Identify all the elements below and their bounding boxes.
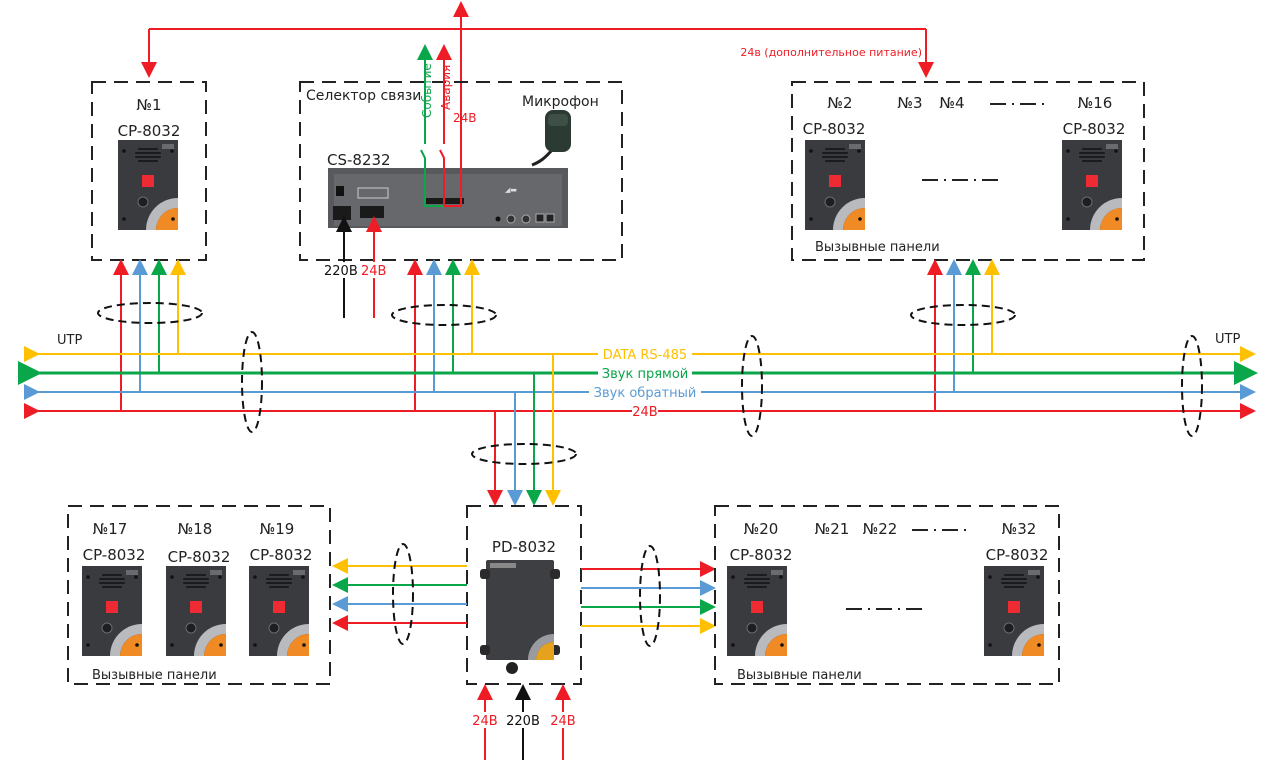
panel-number: №21 [815, 520, 850, 538]
panel-model: CP-8032 [118, 122, 181, 140]
panel-model: CP-8032 [168, 548, 231, 566]
call-panel-device [165, 565, 227, 657]
panel-model: CP-8032 [83, 546, 146, 564]
box-panel-1: №1 CP-8032 [91, 81, 207, 261]
bus-label-24v: 24В [632, 405, 657, 420]
selector-title: Селектор связи [306, 88, 421, 104]
microphone-icon [531, 110, 571, 167]
panel-number: №3 [897, 94, 922, 112]
box-selector: Селектор связи Микрофон CS-8232 ◢▬ [299, 48, 623, 318]
panel-number: №4 [939, 94, 964, 112]
panels-caption: Вызывные панели [92, 668, 217, 683]
selector-model: CS-8232 [327, 151, 391, 169]
box-panels-17-19: №17 №18 №19 CP-8032 CP-8032 CP-8032 Вызы… [67, 505, 331, 685]
aux-power-label: 24в (дополнительное питание) [740, 46, 922, 59]
panels-caption: Вызывные панели [815, 240, 940, 255]
box-panels-2-16: №2 №3 №4 №16 CP-8032 CP-8032 Вызывные па… [791, 81, 1145, 261]
utp-label-left: UTP [57, 333, 82, 348]
panels-caption: Вызывные панели [737, 668, 862, 683]
panel-number: №19 [260, 520, 295, 538]
pd-to-left-panels [332, 543, 467, 645]
call-panel-device [1061, 139, 1123, 231]
event-output-label: Событие [420, 63, 434, 118]
microphone-label: Микрофон [522, 94, 599, 110]
pd-input-220v: 220В [506, 714, 540, 729]
selector-input-220v: 220В [324, 264, 358, 279]
call-panel-device [804, 139, 866, 231]
call-panel-device [81, 565, 143, 657]
panel-number: №1 [136, 96, 161, 114]
utp-label-right: UTP [1215, 332, 1240, 347]
box-panels-20-32: №20 №21 №22 №32 CP-8032 CP-8032 Вызывные… [714, 505, 1060, 685]
panel-model: CP-8032 [730, 546, 793, 564]
pd-model: PD-8032 [492, 538, 556, 556]
pd-input-24v-right: 24В [550, 714, 575, 729]
panel-model: CP-8032 [803, 120, 866, 138]
pd-to-right-panels [581, 545, 716, 647]
panel-number: №16 [1078, 94, 1113, 112]
power-distributor-device [480, 560, 560, 674]
call-panel-device [117, 139, 179, 231]
bus-label-sound-direct: Звук прямой [602, 367, 688, 382]
panel-model: CP-8032 [1063, 120, 1126, 138]
selector-unit: ◢▬ [328, 168, 568, 228]
power-output-label: 24В [453, 111, 477, 125]
brand-mark: ◢▬ [505, 186, 517, 194]
panel-number: №18 [178, 520, 213, 538]
bus-label-data: DATA RS-485 [603, 348, 687, 363]
panel-number: №32 [1002, 520, 1037, 538]
aux-power-feed: 24в (дополнительное питание) [141, 1, 934, 85]
call-panel-device [726, 565, 788, 657]
panel-number: №2 [827, 94, 852, 112]
panel-number: №22 [863, 520, 898, 538]
bus-drop-pd [471, 354, 577, 506]
call-panel-device [983, 565, 1045, 657]
panel-number: №17 [93, 520, 128, 538]
call-panel-device [248, 565, 310, 657]
alarm-output-label: Авария [439, 65, 453, 110]
pd-input-24v-left: 24В [472, 714, 497, 729]
box-pd-8032: PD-8032 24В 220В 24В [466, 505, 582, 760]
panel-number: №20 [744, 520, 779, 538]
panel-model: CP-8032 [250, 546, 313, 564]
panel-model: CP-8032 [986, 546, 1049, 564]
bus-drops-upper [97, 259, 1016, 411]
bus-label-sound-return: Звук обратный [594, 386, 697, 401]
selector-input-24v: 24В [361, 264, 386, 279]
main-bus: UTP UTP DATA RS-485 Звук прямой Звук обр… [18, 331, 1258, 437]
